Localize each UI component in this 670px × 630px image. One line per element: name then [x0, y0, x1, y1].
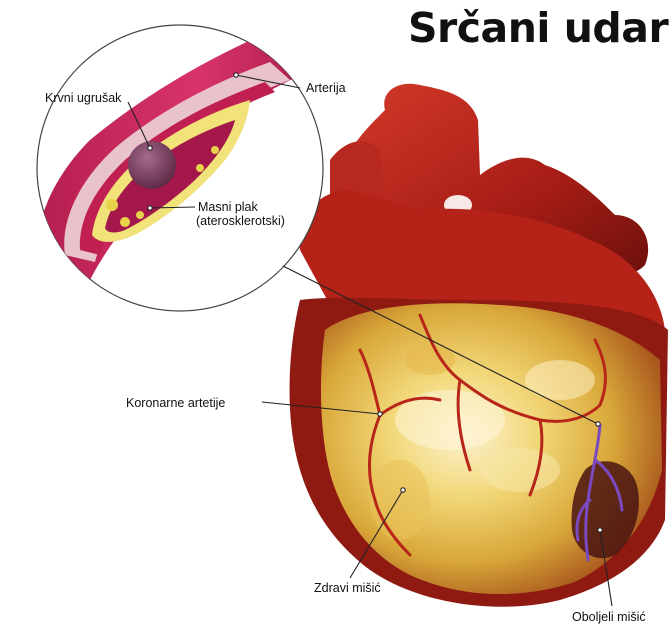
label-masni-plak: Masni plak: [198, 200, 258, 214]
label-koronarne-arterije: Koronarne artetije: [126, 396, 225, 410]
page-title: Srčani udar: [408, 4, 668, 52]
label-krvni-ugrusak: Krvni ugrušak: [45, 91, 121, 105]
heart: [290, 84, 668, 607]
label-oboljeli-misic: Oboljeli mišić: [572, 610, 646, 624]
label-zdravi-misic: Zdravi mišić: [314, 581, 381, 595]
label-arterija: Arterija: [306, 81, 346, 95]
label-masni-plak-subtitle: (aterosklerotski): [196, 214, 285, 228]
